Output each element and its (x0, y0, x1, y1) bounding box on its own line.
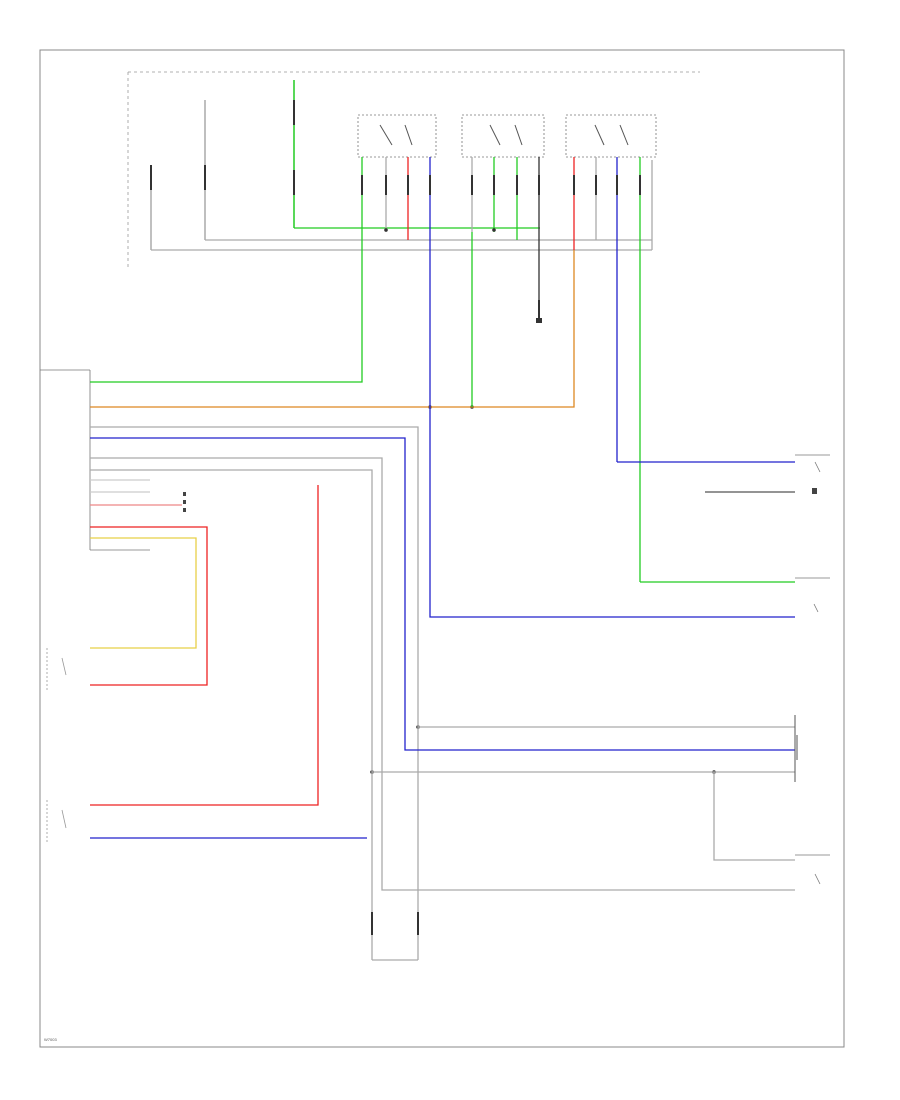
footer-code: W7003 (44, 1037, 57, 1042)
fuse-box-boundary (127, 71, 700, 268)
sensor-5 (795, 854, 830, 885)
wire-blue-1 (90, 437, 795, 751)
sensor-3 (795, 577, 830, 613)
diagram-frame (39, 49, 845, 1048)
wire-red-2 (90, 526, 208, 686)
splice-points (370, 228, 716, 774)
sensor-left-2 (46, 800, 67, 842)
relay-1 (357, 114, 437, 240)
sensor-1 (795, 454, 830, 473)
sensor-2 (812, 488, 817, 494)
fuse-bus (151, 160, 653, 251)
relay-2 (461, 114, 545, 320)
wire-gray-1 (90, 426, 419, 960)
control-module (40, 369, 150, 551)
right-gray-wires (372, 726, 795, 861)
relay-3 (565, 114, 657, 582)
wire-gray-3 (90, 469, 373, 960)
connector-stubs (183, 492, 186, 512)
ground-block (371, 912, 419, 961)
module-wires (90, 230, 795, 960)
sensor-4 (794, 715, 798, 782)
sensor-left-1 (46, 648, 67, 690)
ground-connector (536, 300, 542, 323)
wire-red-3 (90, 485, 319, 806)
wire-yellow (90, 537, 197, 649)
wire-green-1 (90, 230, 363, 383)
wire-orange (90, 250, 575, 408)
wire-blue-relay1 (429, 232, 795, 618)
wire-gray-2 (90, 457, 795, 891)
